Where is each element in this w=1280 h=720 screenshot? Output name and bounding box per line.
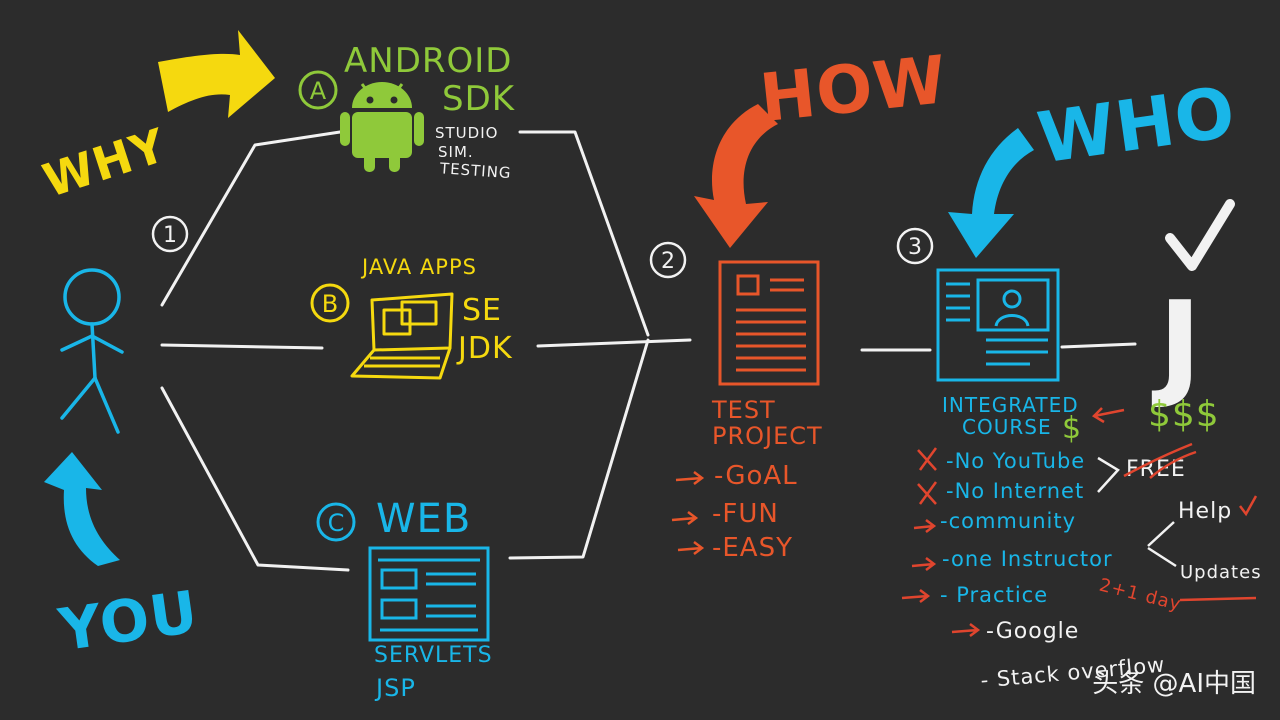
line-you-to-web [160, 386, 350, 572]
check-small-icon [1239, 495, 1258, 517]
job-letter: J [1151, 277, 1201, 412]
option-b-letter: B [322, 290, 338, 318]
option-b-java: JAVA APPS B SE JDK [310, 255, 513, 380]
you-label: YOU [54, 577, 202, 664]
option-a-android: A ANDROID SDK STUDIO SIM. TESTING [298, 41, 516, 182]
course-document-icon [936, 268, 1060, 382]
web-page-icon [368, 546, 490, 642]
line-android-to-test [518, 130, 650, 337]
arrow-right-icon [911, 557, 937, 571]
option-c-note-jsp: JSP [374, 674, 416, 702]
brace-help-updates [1147, 521, 1177, 568]
option-c-note-servlets: SERVLETS [374, 643, 493, 668]
brace-free [1097, 456, 1120, 493]
svg-text:- Practice: - Practice [940, 583, 1048, 607]
option-a-title: ANDROID [344, 41, 512, 81]
test-project-title-line1: TEST [711, 396, 776, 424]
course-title-line1: INTEGRATED [942, 393, 1079, 417]
test-item-fun: -FUN [671, 499, 779, 529]
arrow-right-icon [675, 471, 705, 485]
android-robot-icon [340, 82, 424, 172]
step-3-number: 3 [908, 235, 922, 260]
option-a-note-sim: SIM. [438, 143, 474, 161]
step-1-badge: 1 [151, 215, 189, 253]
arrow-right-icon [671, 511, 699, 525]
option-a-note-studio: STUDIO [435, 124, 498, 142]
arrow-left-icon [1091, 407, 1125, 424]
test-project-title-line2: PROJECT [712, 422, 823, 450]
test-document-icon [718, 260, 820, 386]
option-b-title: JAVA APPS [360, 255, 477, 279]
option-a-note-testing: TESTING [438, 159, 512, 182]
line-course-to-job [1060, 342, 1137, 349]
arrow-right-icon [951, 623, 981, 637]
course-item-no-internet: -No Internet [917, 479, 1084, 505]
course-daily-label: 2+1 day [1097, 575, 1183, 616]
job-money: $$$ [1148, 394, 1220, 435]
why-label: WHY [37, 118, 173, 208]
course-help-label: Help [1178, 499, 1232, 524]
option-a-letter: A [310, 77, 327, 105]
line-java-to-test [536, 338, 692, 348]
course-item-one-instructor: -one Instructor [911, 547, 1113, 571]
option-a-badge [298, 70, 338, 110]
course-updates-label: Updates [1180, 562, 1262, 583]
course-price-symbol: $ [1062, 411, 1082, 446]
you-arrow-icon [44, 452, 120, 566]
who-arrow-icon [948, 128, 1034, 258]
test-item-easy: -EASY [677, 533, 793, 563]
check-large-icon [1165, 199, 1235, 271]
course-item-no-youtube: -No YouTube [917, 447, 1085, 473]
svg-text:-No Internet: -No Internet [946, 479, 1084, 503]
svg-text:-one Instructor: -one Instructor [942, 547, 1113, 571]
how-label: HOW [756, 41, 950, 137]
how-arrow-icon [694, 104, 778, 248]
resource-google: -Google [951, 619, 1079, 644]
test-item-goal: -GoAL [675, 461, 798, 491]
course-item-practice: - Practice [901, 583, 1048, 607]
watermark: 头条 @AI中国 [1092, 669, 1256, 699]
who-label: WHO [1033, 71, 1241, 180]
svg-text:-EASY: -EASY [712, 533, 793, 563]
option-b-note-jdk: JDK [456, 331, 513, 366]
step-2-badge: 2 [649, 241, 687, 279]
option-c-web: C WEB SERVLETS JSP [316, 496, 493, 702]
arrow-right-icon [913, 519, 937, 533]
option-a-sub: SDK [442, 79, 516, 119]
course-item-community: -community [913, 509, 1076, 533]
option-b-note-se: SE [462, 293, 502, 328]
free-strike [1123, 442, 1197, 479]
step-3-badge: 3 [896, 227, 934, 265]
svg-text:-No YouTube: -No YouTube [946, 449, 1085, 473]
course-title-line2: COURSE [962, 415, 1052, 439]
why-arrow-icon [158, 30, 275, 118]
option-b-badge [310, 283, 350, 323]
line-you-to-java [160, 343, 324, 350]
line-web-to-test [508, 338, 650, 560]
connector-lines [160, 130, 1137, 572]
arrow-right-icon [677, 541, 705, 555]
step-1-number: 1 [163, 223, 177, 248]
step-2-number: 2 [661, 249, 675, 274]
cross-icon [917, 481, 938, 505]
cross-icon [917, 447, 938, 471]
svg-text:-GoAL: -GoAL [714, 461, 798, 491]
svg-text:-Google: -Google [986, 619, 1079, 644]
option-c-letter: C [328, 509, 345, 537]
integrated-course: INTEGRATED COURSE $ -No YouTube -No Inte… [901, 268, 1262, 693]
daily-underline [1179, 596, 1257, 602]
test-project: TEST PROJECT -GoAL -FUN -EASY [671, 260, 823, 563]
svg-text:-FUN: -FUN [712, 499, 779, 529]
laptop-icon [350, 292, 454, 380]
option-c-badge [316, 502, 356, 542]
job-target: J $$$ [1148, 199, 1235, 435]
option-c-title: WEB [376, 496, 471, 542]
arrow-right-icon [901, 589, 931, 603]
svg-text:-community: -community [940, 509, 1076, 533]
stick-figure-icon [60, 268, 124, 434]
line-you-to-android [160, 130, 342, 307]
